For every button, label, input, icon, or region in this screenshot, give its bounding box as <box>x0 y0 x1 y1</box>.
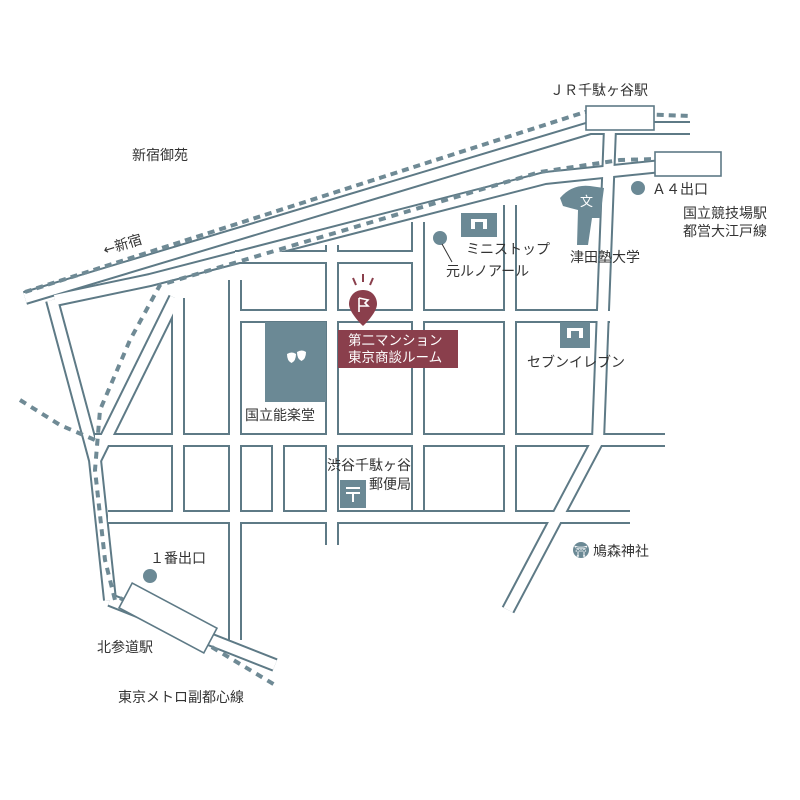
jr-rail-line <box>24 109 691 294</box>
metro-line-label: 東京メトロ副都心線 <box>118 690 244 706</box>
kokuritsu-station-label: 国立競技場駅 <box>683 206 767 222</box>
target-location[interactable]: 第二マンション 東京商談ルーム <box>338 274 458 368</box>
national-noh-theatre[interactable]: 国立能楽堂 <box>245 322 326 424</box>
seven-eleven-store[interactable]: セブンイレブン <box>527 322 625 371</box>
oedo-line-label: 都営大江戸線 <box>683 224 767 240</box>
hatomori-shrine[interactable]: ⛩ 鳩森神社 <box>573 542 649 560</box>
kitasando-station[interactable]: 北参道駅 <box>97 582 219 656</box>
shibuya-sendagaya-post-office[interactable]: 渋谷千駄ヶ谷 郵便局 <box>327 458 411 508</box>
tsuda-university[interactable]: 文 津田塾大学 <box>560 185 640 266</box>
former-renoir-label: 元ルノアール <box>446 264 529 280</box>
post-office-icon <box>346 487 360 502</box>
target-name-line2: 東京商談ルーム <box>348 350 442 366</box>
to-shinjuku-label: ←新宿 <box>101 231 144 259</box>
seven-eleven-label: セブンイレブン <box>527 354 625 371</box>
exit-a4[interactable]: Ａ４出口 <box>631 181 708 198</box>
jr-sendagaya-station[interactable]: ＪＲ千駄ヶ谷駅 <box>550 83 655 131</box>
school-icon: 文 <box>580 195 593 210</box>
shinjuku-gyoen-label: 新宿御苑 <box>132 147 188 164</box>
exit-1[interactable]: １番出口 <box>143 551 206 583</box>
kitasando-label: 北参道駅 <box>97 639 153 656</box>
target-pin-rays <box>352 274 374 286</box>
exit-1-label: １番出口 <box>150 551 206 567</box>
post-office-label-line1: 渋谷千駄ヶ谷 <box>327 458 411 474</box>
jr-station-label: ＪＲ千駄ヶ谷駅 <box>550 83 648 99</box>
tsuda-label: 津田塾大学 <box>570 250 640 266</box>
flag-pin-icon <box>349 290 377 326</box>
ministop-label: ミニストップ <box>466 242 550 258</box>
hatomori-label: 鳩森神社 <box>593 544 649 560</box>
noh-theatre-label: 国立能楽堂 <box>245 408 315 424</box>
target-name-line1: 第二マンション <box>348 332 443 349</box>
post-office-label-line2: 郵便局 <box>369 477 411 493</box>
shrine-icon: ⛩ <box>574 545 588 558</box>
ministop-store[interactable]: ミニストップ 元ルノアール <box>433 213 550 280</box>
road-network <box>22 121 721 672</box>
exit-a4-label: Ａ４出口 <box>652 182 708 198</box>
kokuritsu-kyogijo-station[interactable]: 国立競技場駅 都営大江戸線 <box>654 151 767 240</box>
oedo-subway-line <box>18 156 691 601</box>
theatre-mask-icon <box>287 350 306 363</box>
